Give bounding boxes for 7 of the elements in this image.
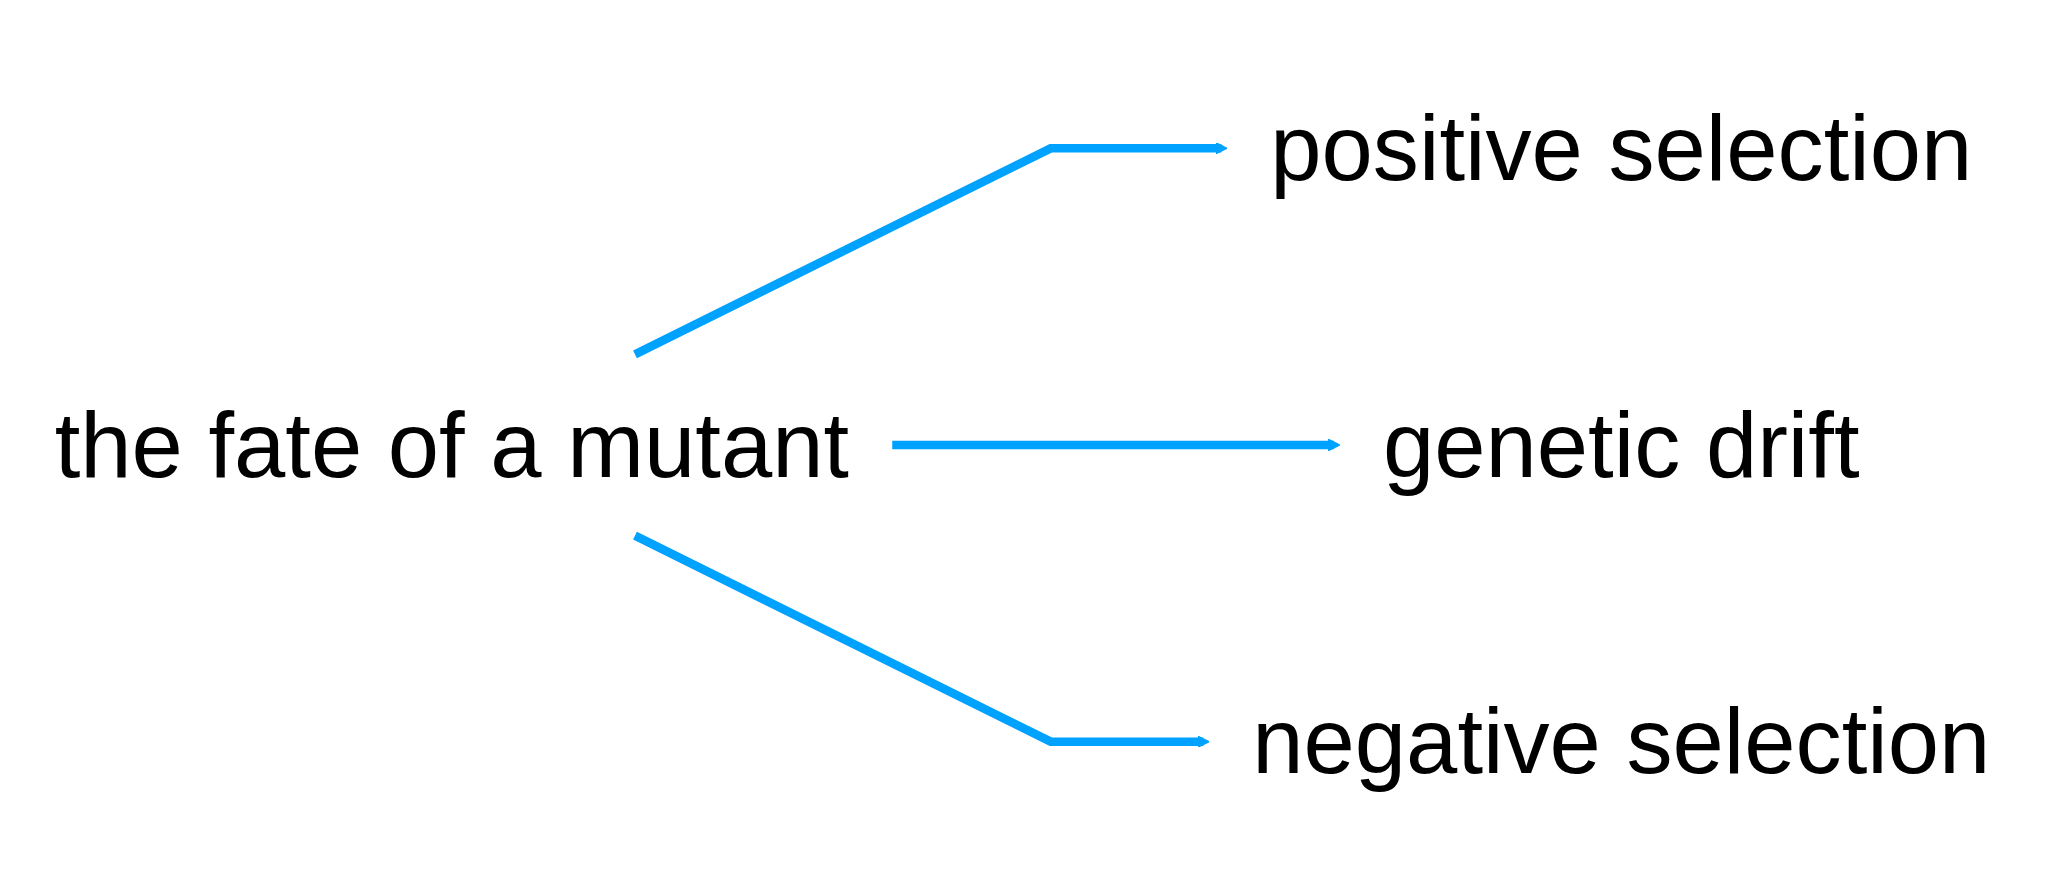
- node-text: positive selection: [1270, 96, 1973, 201]
- arrow: [892, 438, 1341, 452]
- node-text: negative selection: [1252, 689, 1991, 794]
- node-text: genetic drift: [1383, 393, 1860, 497]
- arrow: [633, 141, 1228, 359]
- node-text: the fate of a mutant: [54, 393, 850, 497]
- arrow: [633, 531, 1210, 749]
